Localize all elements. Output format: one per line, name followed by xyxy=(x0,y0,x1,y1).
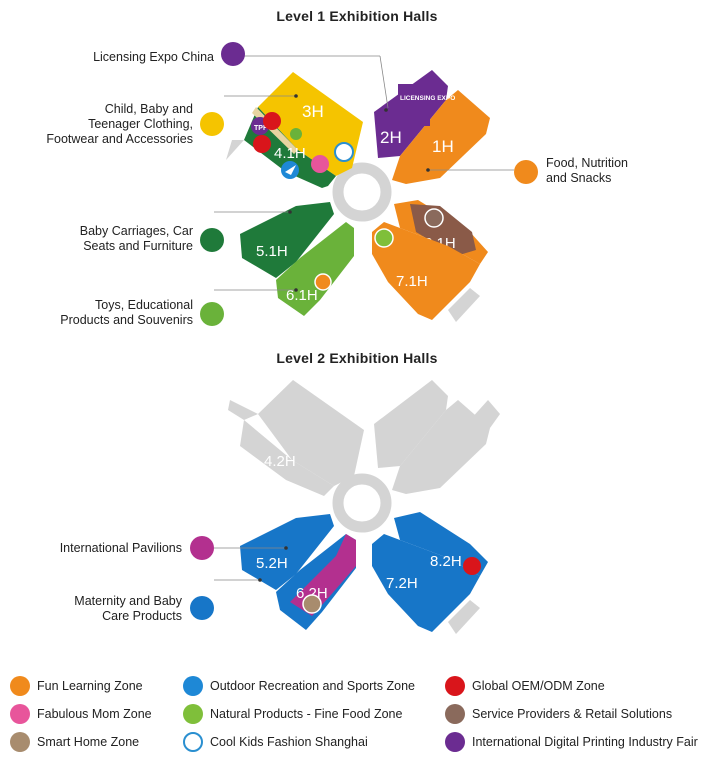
clothing-icon xyxy=(200,112,224,136)
hall-5-1h[interactable] xyxy=(240,202,334,278)
central-ring xyxy=(332,162,392,222)
hall-8-2h[interactable] xyxy=(394,512,488,576)
hall-4-2h-label: 4.2H xyxy=(264,453,296,470)
level1-map: 3H 4.1H 2H 1H 5.1H 6.1H 8.1H 7.1H TPF xyxy=(214,55,514,322)
hall-6-1h-label: 6.1H xyxy=(286,287,318,304)
legend-item-global-oem: Global OEM/ODM Zone xyxy=(445,675,605,697)
global-oem-badge-icon xyxy=(445,676,465,696)
hall-6-2h-label: 6.2H xyxy=(296,585,328,602)
mom-icon xyxy=(10,704,30,724)
hall-7-2h-label: 7.2H xyxy=(386,575,418,592)
house-icon xyxy=(302,594,322,614)
global-oem-badge-icon-2 xyxy=(253,135,271,153)
food-icon xyxy=(514,160,538,184)
hall-2h-label: 2H xyxy=(380,128,402,147)
legend-item-fabulous-mom: Fabulous Mom Zone xyxy=(10,703,152,725)
hall-1h-label: 1H xyxy=(432,137,454,156)
hall-7-1h-label: 7.1H xyxy=(396,273,428,290)
hall-5-1h-label: 5.1H xyxy=(256,243,288,260)
hall-4-1h-label: 4.1H xyxy=(274,145,306,162)
level2-title: Level 2 Exhibition Halls xyxy=(276,350,438,366)
legend-item-cool-kids: Cool Kids Fashion Shanghai xyxy=(183,731,368,753)
legend-item-service-providers: Service Providers & Retail Solutions xyxy=(445,703,672,725)
store-icon xyxy=(445,704,465,724)
legend-item-fun-learning: Fun Learning Zone xyxy=(10,675,143,697)
level2-map: 4.2H 5.2H 6.2H 7.2H 8.2H xyxy=(214,380,500,634)
puzzle-icon xyxy=(314,273,332,291)
licensing-logo xyxy=(398,84,430,126)
label-licensing: Licensing Expo China xyxy=(93,50,214,64)
mom-icon xyxy=(311,155,329,173)
legend-item-outdoor: Outdoor Recreation and Sports Zone xyxy=(183,675,415,697)
svg-text:LICENSING EXPO: LICENSING EXPO xyxy=(400,95,455,102)
global-oem-badge-icon-3 xyxy=(463,557,481,575)
label-international: International Pavilions xyxy=(59,541,182,555)
global-oem-badge-icon xyxy=(263,112,281,130)
baby-bottle-icon xyxy=(190,596,214,620)
cf-badge-icon xyxy=(334,142,354,162)
svg-text:TPF: TPF xyxy=(254,125,268,132)
hall-3h-label: 3H xyxy=(302,102,324,121)
tpf-badge-icon xyxy=(445,732,465,752)
paper-plane-icon xyxy=(183,676,203,696)
legend-item-digital-printing: International Digital Printing Industry … xyxy=(445,731,698,753)
licensing-icon xyxy=(221,42,245,66)
leaf-icon xyxy=(183,704,203,724)
house-icon xyxy=(10,732,30,752)
hall-5-2h[interactable] xyxy=(240,514,334,590)
cf-badge-icon xyxy=(183,732,203,752)
label-carriages: Baby Carriages, Car Seats and Furniture xyxy=(79,224,193,253)
hall-8-2h-label: 8.2H xyxy=(430,553,462,570)
hall-7-1h[interactable] xyxy=(372,222,480,320)
puzzle-icon xyxy=(10,676,30,696)
label-child-clothing: Child, Baby and Teenager Clothing, Footw… xyxy=(46,102,193,146)
leaf-icon xyxy=(290,128,302,140)
hall-6-2h-magenta xyxy=(290,534,356,616)
stroller-icon xyxy=(200,228,224,252)
level1-title: Level 1 Exhibition Halls xyxy=(276,8,438,24)
legend-item-natural-products: Natural Products - Fine Food Zone xyxy=(183,703,402,725)
toy-icon xyxy=(200,302,224,326)
hall-1h[interactable] xyxy=(392,90,490,184)
label-maternity: Maternity and Baby Care Products xyxy=(74,594,182,623)
hall-7-2h[interactable] xyxy=(372,534,480,632)
central-ring-level2 xyxy=(332,473,392,533)
legend-item-smart-home: Smart Home Zone xyxy=(10,731,139,753)
hall-5-2h-label: 5.2H xyxy=(256,555,288,572)
hall-level2-nw xyxy=(258,380,364,486)
store-icon xyxy=(424,208,444,228)
globe-icon xyxy=(190,536,214,560)
leaf-icon-2 xyxy=(374,228,394,248)
label-toys: Toys, Educational Products and Souvenirs xyxy=(60,298,193,327)
label-food: Food, Nutrition and Snacks xyxy=(546,156,628,185)
outer-block xyxy=(448,288,480,322)
hall-6-1h[interactable] xyxy=(276,222,354,316)
